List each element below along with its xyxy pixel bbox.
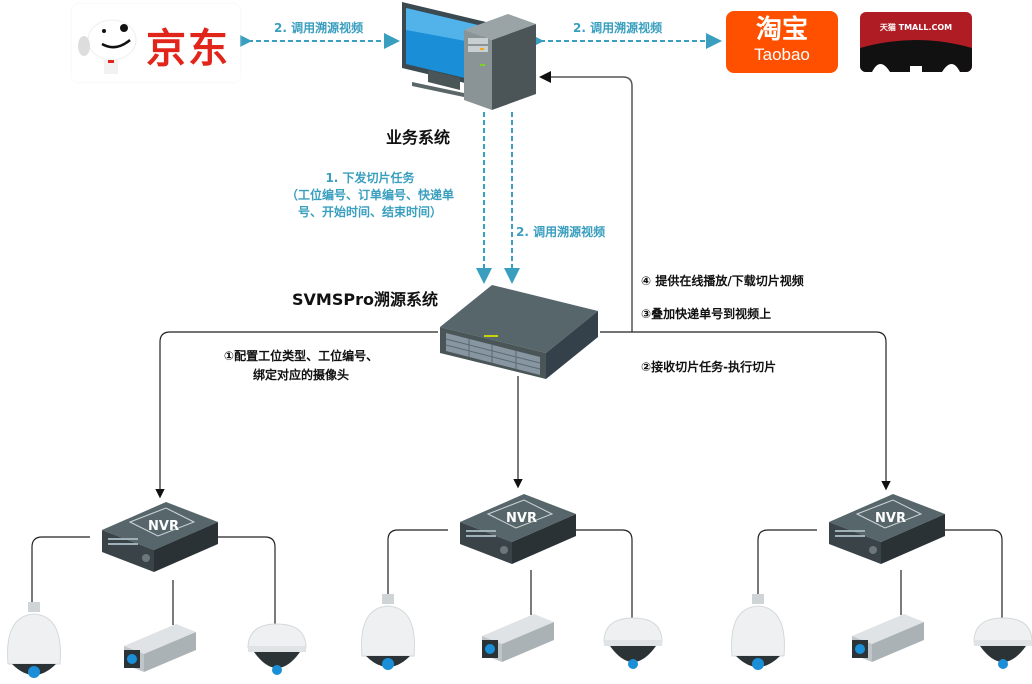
nvr-1: NVR bbox=[102, 502, 218, 572]
receive-task-label: ②接收切片任务-执行切片 bbox=[641, 360, 777, 374]
taobao-call-label: 2. 调用溯源视频 bbox=[573, 21, 663, 35]
nvr-2: NVR bbox=[460, 494, 576, 564]
taobao-logo: 淘宝 Taobao bbox=[726, 11, 838, 73]
dome-camera-2-icon bbox=[603, 617, 663, 669]
jd-text: 京东 bbox=[146, 26, 230, 72]
dispatch-line1: 1. 下发切片任务 bbox=[325, 171, 415, 185]
svmspro-title: SVMSPro溯源系统 bbox=[292, 290, 438, 309]
configure-label: ①配置工位类型、工位编号、 绑定对应的摄像头 bbox=[206, 347, 396, 385]
dome-camera-1-icon bbox=[247, 623, 307, 675]
tmall-cat-icon bbox=[860, 40, 972, 72]
bullet-camera-3-icon bbox=[852, 614, 924, 662]
taobao-cn: 淘宝 bbox=[755, 15, 808, 45]
nvr-1-label: NVR bbox=[148, 519, 179, 534]
taobao-en: Taobao bbox=[754, 45, 810, 64]
ptz-camera-1-icon bbox=[7, 602, 61, 678]
dispatch-line3: 号、开始时间、结束时间） bbox=[297, 205, 442, 219]
server-nvr1-line bbox=[155, 331, 438, 499]
dome-camera-3-icon bbox=[973, 617, 1032, 669]
nvr-3-label: NVR bbox=[875, 511, 906, 526]
jd-logo: 京东 bbox=[72, 4, 240, 82]
svmspro-server-icon bbox=[440, 285, 598, 379]
nvr-2-label: NVR bbox=[506, 511, 537, 526]
jd-mascot-icon bbox=[78, 19, 137, 74]
configure-line2: 绑定对应的摄像头 bbox=[252, 368, 349, 382]
tmall-logo: 天猫 TMALL.COM bbox=[860, 12, 972, 72]
configure-line1: ①配置工位类型、工位编号、 bbox=[223, 349, 379, 363]
jd-call-label: 2. 调用溯源视频 bbox=[274, 21, 364, 35]
business-system-title: 业务系统 bbox=[386, 128, 451, 147]
server-nvr3-line bbox=[600, 331, 891, 491]
feedback-line bbox=[539, 71, 633, 332]
dispatch-line2: （工位编号、订单编号、快递单 bbox=[285, 188, 454, 202]
provide-playback-label: ④ 提供在线播放/下载切片视频 bbox=[641, 274, 804, 288]
ptz-camera-3-icon bbox=[731, 594, 785, 670]
trace-video-label: 2. 调用溯源视频 bbox=[516, 225, 606, 239]
business-pc-icon bbox=[402, 2, 536, 110]
tmall-text: 天猫 TMALL.COM bbox=[879, 23, 953, 32]
bullet-camera-2-icon bbox=[482, 614, 554, 662]
ptz-camera-2-icon bbox=[361, 594, 415, 670]
bullet-camera-1-icon bbox=[124, 624, 196, 672]
dispatch-task-label: 1. 下发切片任务 （工位编号、订单编号、快递单 号、开始时间、结束时间） bbox=[270, 170, 470, 221]
overlay-tracking-label: ③叠加快递单号到视频上 bbox=[641, 307, 772, 321]
nvr-3: NVR bbox=[829, 494, 945, 564]
